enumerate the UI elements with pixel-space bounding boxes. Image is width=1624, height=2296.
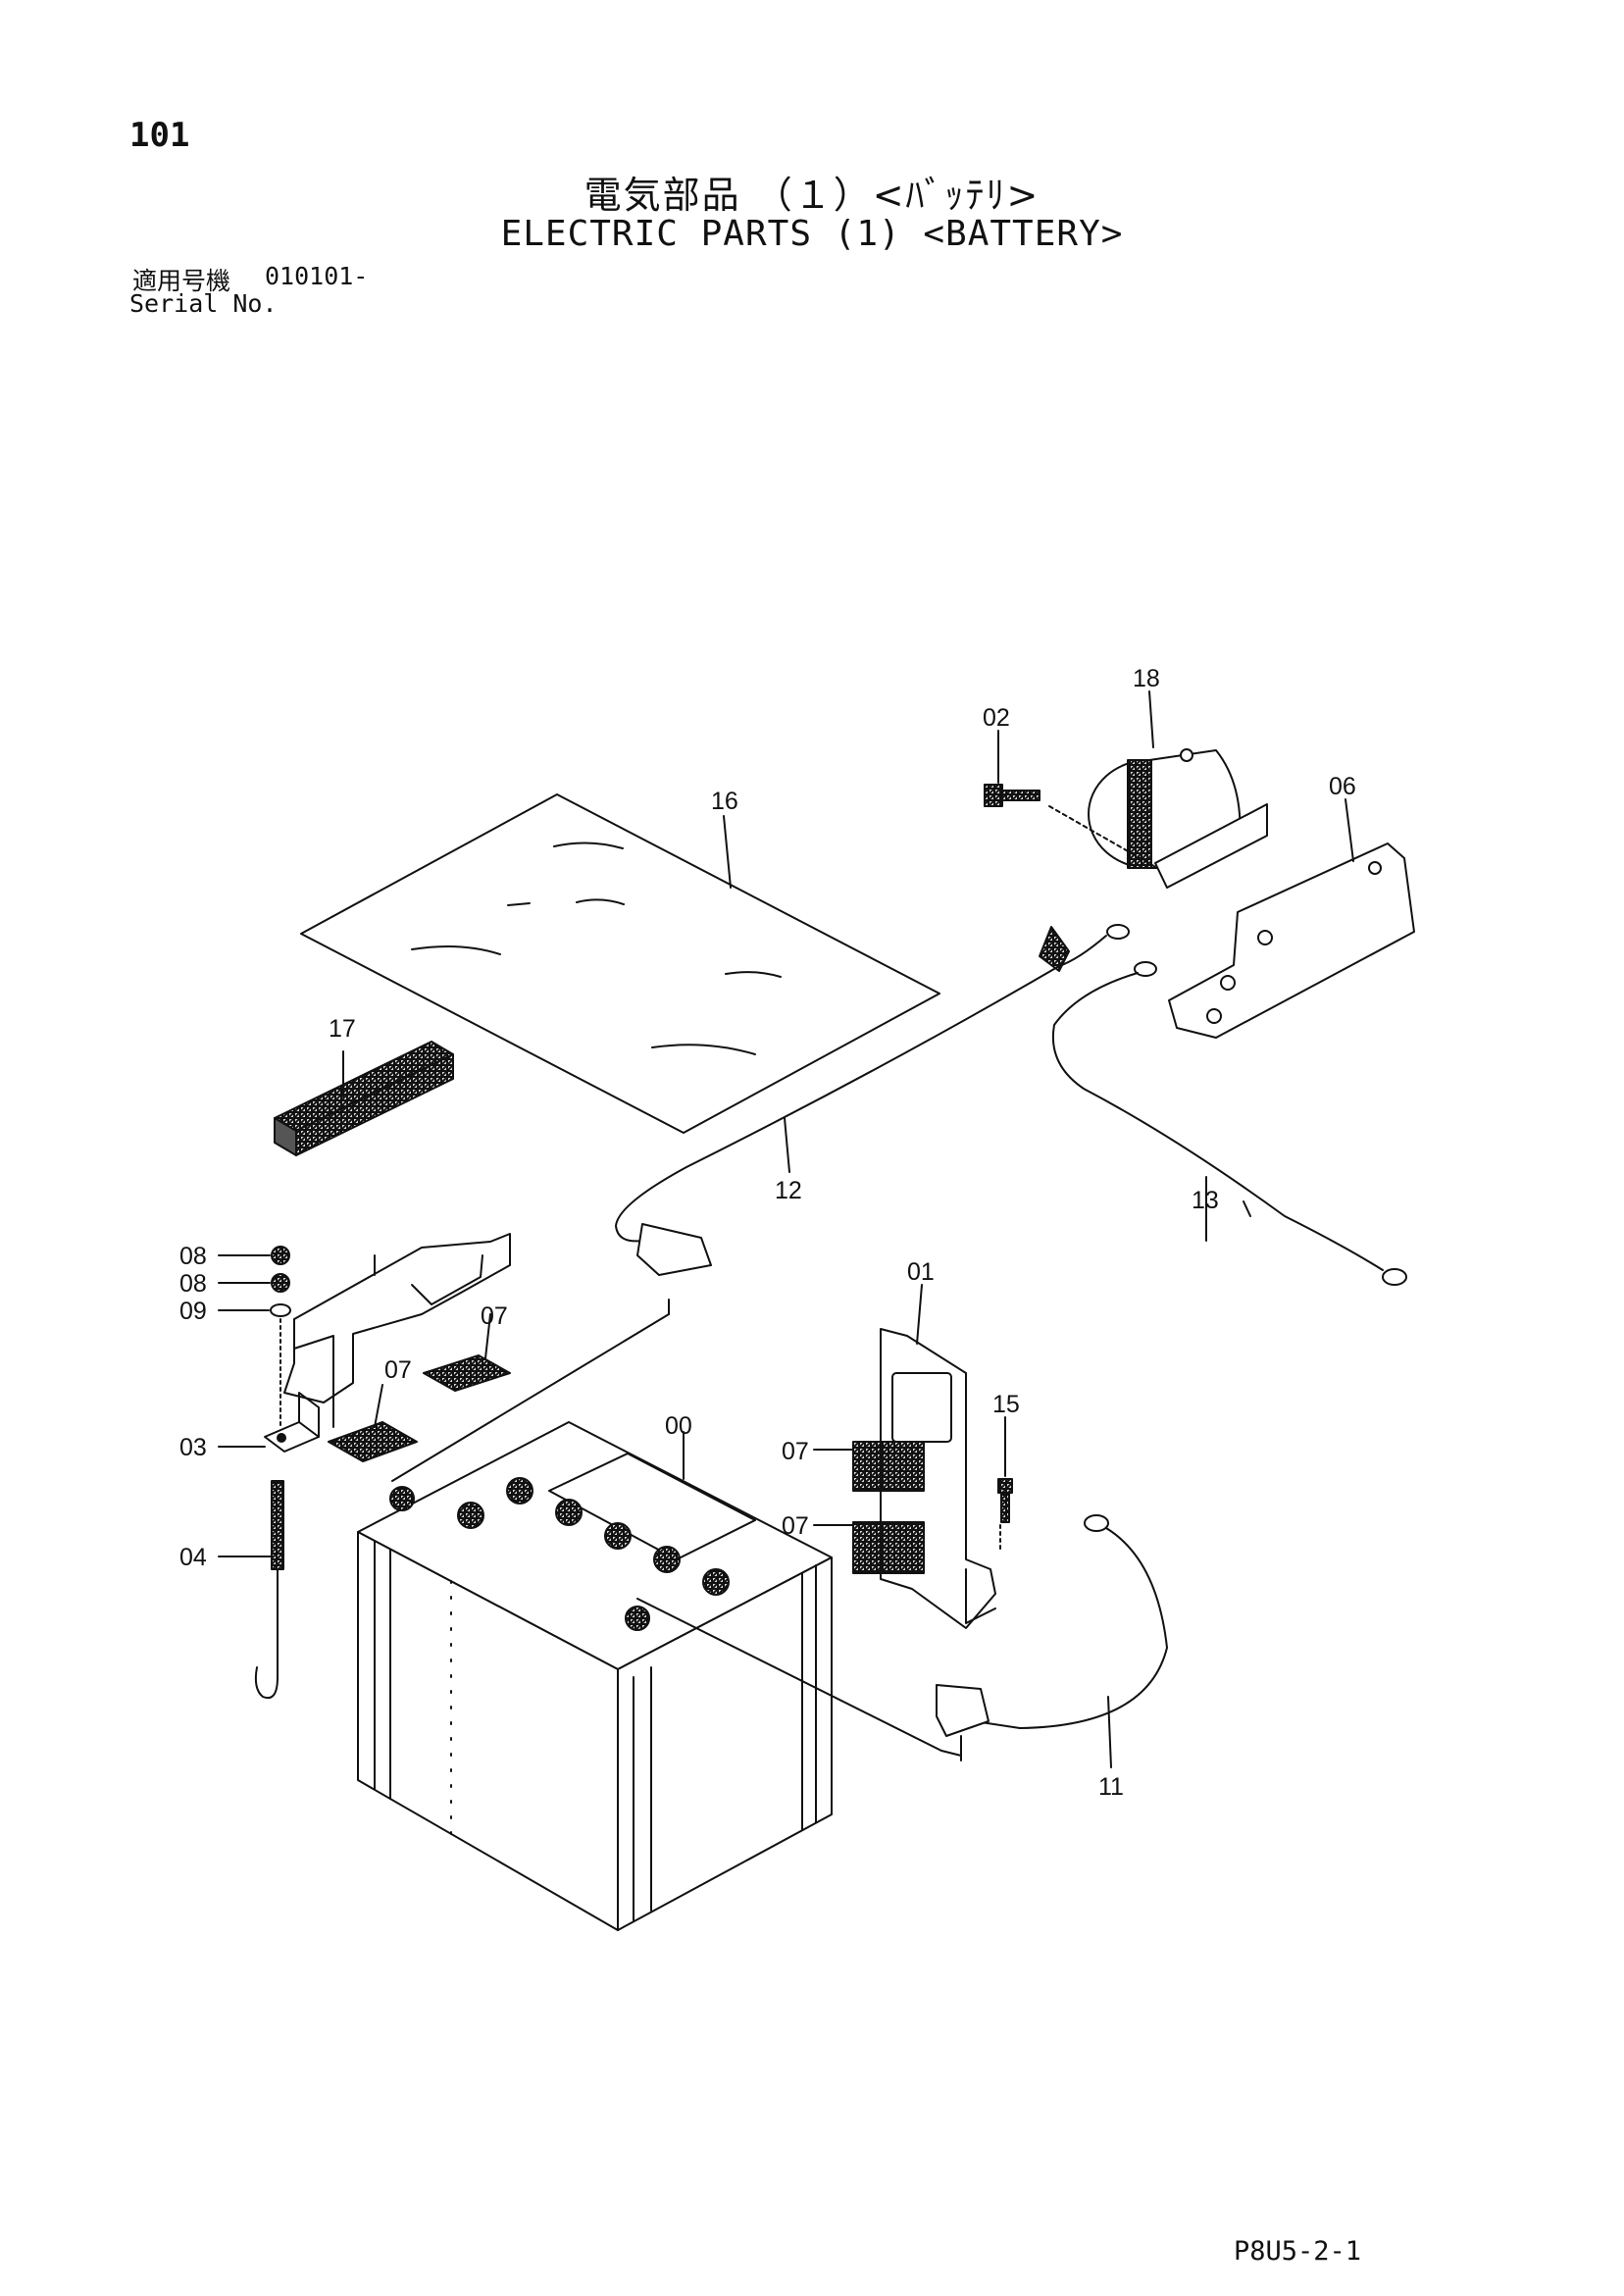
callout-labels: 00 01 02 03 04 06 07 07 07 07 08 08 09 1… bbox=[179, 665, 1356, 1801]
part-11-battery-cable bbox=[636, 1514, 1168, 1768]
document-code: P8U5-2-1 bbox=[1234, 2236, 1362, 2267]
part-01-mount-bracket bbox=[880, 1284, 1001, 1629]
serial-number-value: 010101- bbox=[265, 262, 369, 290]
callout-07-low: 07 bbox=[782, 1512, 809, 1540]
part-03-hold-down-bracket bbox=[264, 1233, 511, 1453]
title-english: ELECTRIC PARTS (1) <BATTERY> bbox=[500, 214, 1124, 254]
callout-02: 02 bbox=[983, 704, 1010, 732]
part-07-pad-left bbox=[328, 1384, 418, 1462]
part-07-pad-low bbox=[813, 1521, 925, 1574]
callout-12: 12 bbox=[775, 1177, 802, 1204]
callout-11: 11 bbox=[1098, 1773, 1124, 1801]
part-16-cover-sheet bbox=[300, 793, 940, 1134]
callout-08-lower: 08 bbox=[179, 1270, 207, 1298]
callout-13: 13 bbox=[1192, 1187, 1219, 1214]
part-12-cable bbox=[391, 924, 1130, 1482]
callout-17: 17 bbox=[329, 1015, 356, 1043]
callout-04: 04 bbox=[179, 1544, 207, 1571]
part-07-pad-top bbox=[423, 1313, 511, 1392]
part-09-washer bbox=[218, 1303, 291, 1428]
callout-03: 03 bbox=[179, 1434, 207, 1461]
serial-label-english: Serial No. bbox=[129, 289, 278, 318]
page-number: 101 bbox=[129, 116, 190, 155]
callout-15: 15 bbox=[992, 1391, 1020, 1418]
part-06-relay-bracket bbox=[1168, 798, 1415, 1039]
callout-07-left: 07 bbox=[384, 1356, 412, 1384]
part-18-battery-relay bbox=[1088, 690, 1268, 889]
callout-01: 01 bbox=[907, 1258, 935, 1286]
part-00-battery bbox=[357, 1421, 833, 1931]
part-07-pad-mid bbox=[813, 1441, 925, 1492]
callout-07-mid: 07 bbox=[782, 1438, 809, 1465]
title-japanese: 電気部品 （１）<ﾊﾞｯﾃﾘ> bbox=[584, 174, 1040, 217]
part-04-j-bolt bbox=[218, 1480, 284, 1699]
callout-00: 00 bbox=[665, 1412, 692, 1440]
serial-label-japanese: 適用号機 bbox=[132, 267, 231, 295]
callout-07-top: 07 bbox=[481, 1302, 508, 1330]
part-02-bolt bbox=[984, 730, 1158, 869]
callout-06: 06 bbox=[1329, 773, 1356, 800]
callout-09: 09 bbox=[179, 1298, 207, 1325]
part-13-ground-cable bbox=[1051, 961, 1407, 1286]
part-15-bolt bbox=[997, 1416, 1013, 1523]
callout-08-upper: 08 bbox=[179, 1243, 207, 1270]
part-08-nut-upper bbox=[218, 1246, 290, 1265]
callout-16: 16 bbox=[711, 788, 738, 815]
part-08-nut-lower bbox=[218, 1273, 290, 1293]
part-17-rubber-strip bbox=[274, 1041, 454, 1156]
callout-18: 18 bbox=[1133, 665, 1160, 692]
